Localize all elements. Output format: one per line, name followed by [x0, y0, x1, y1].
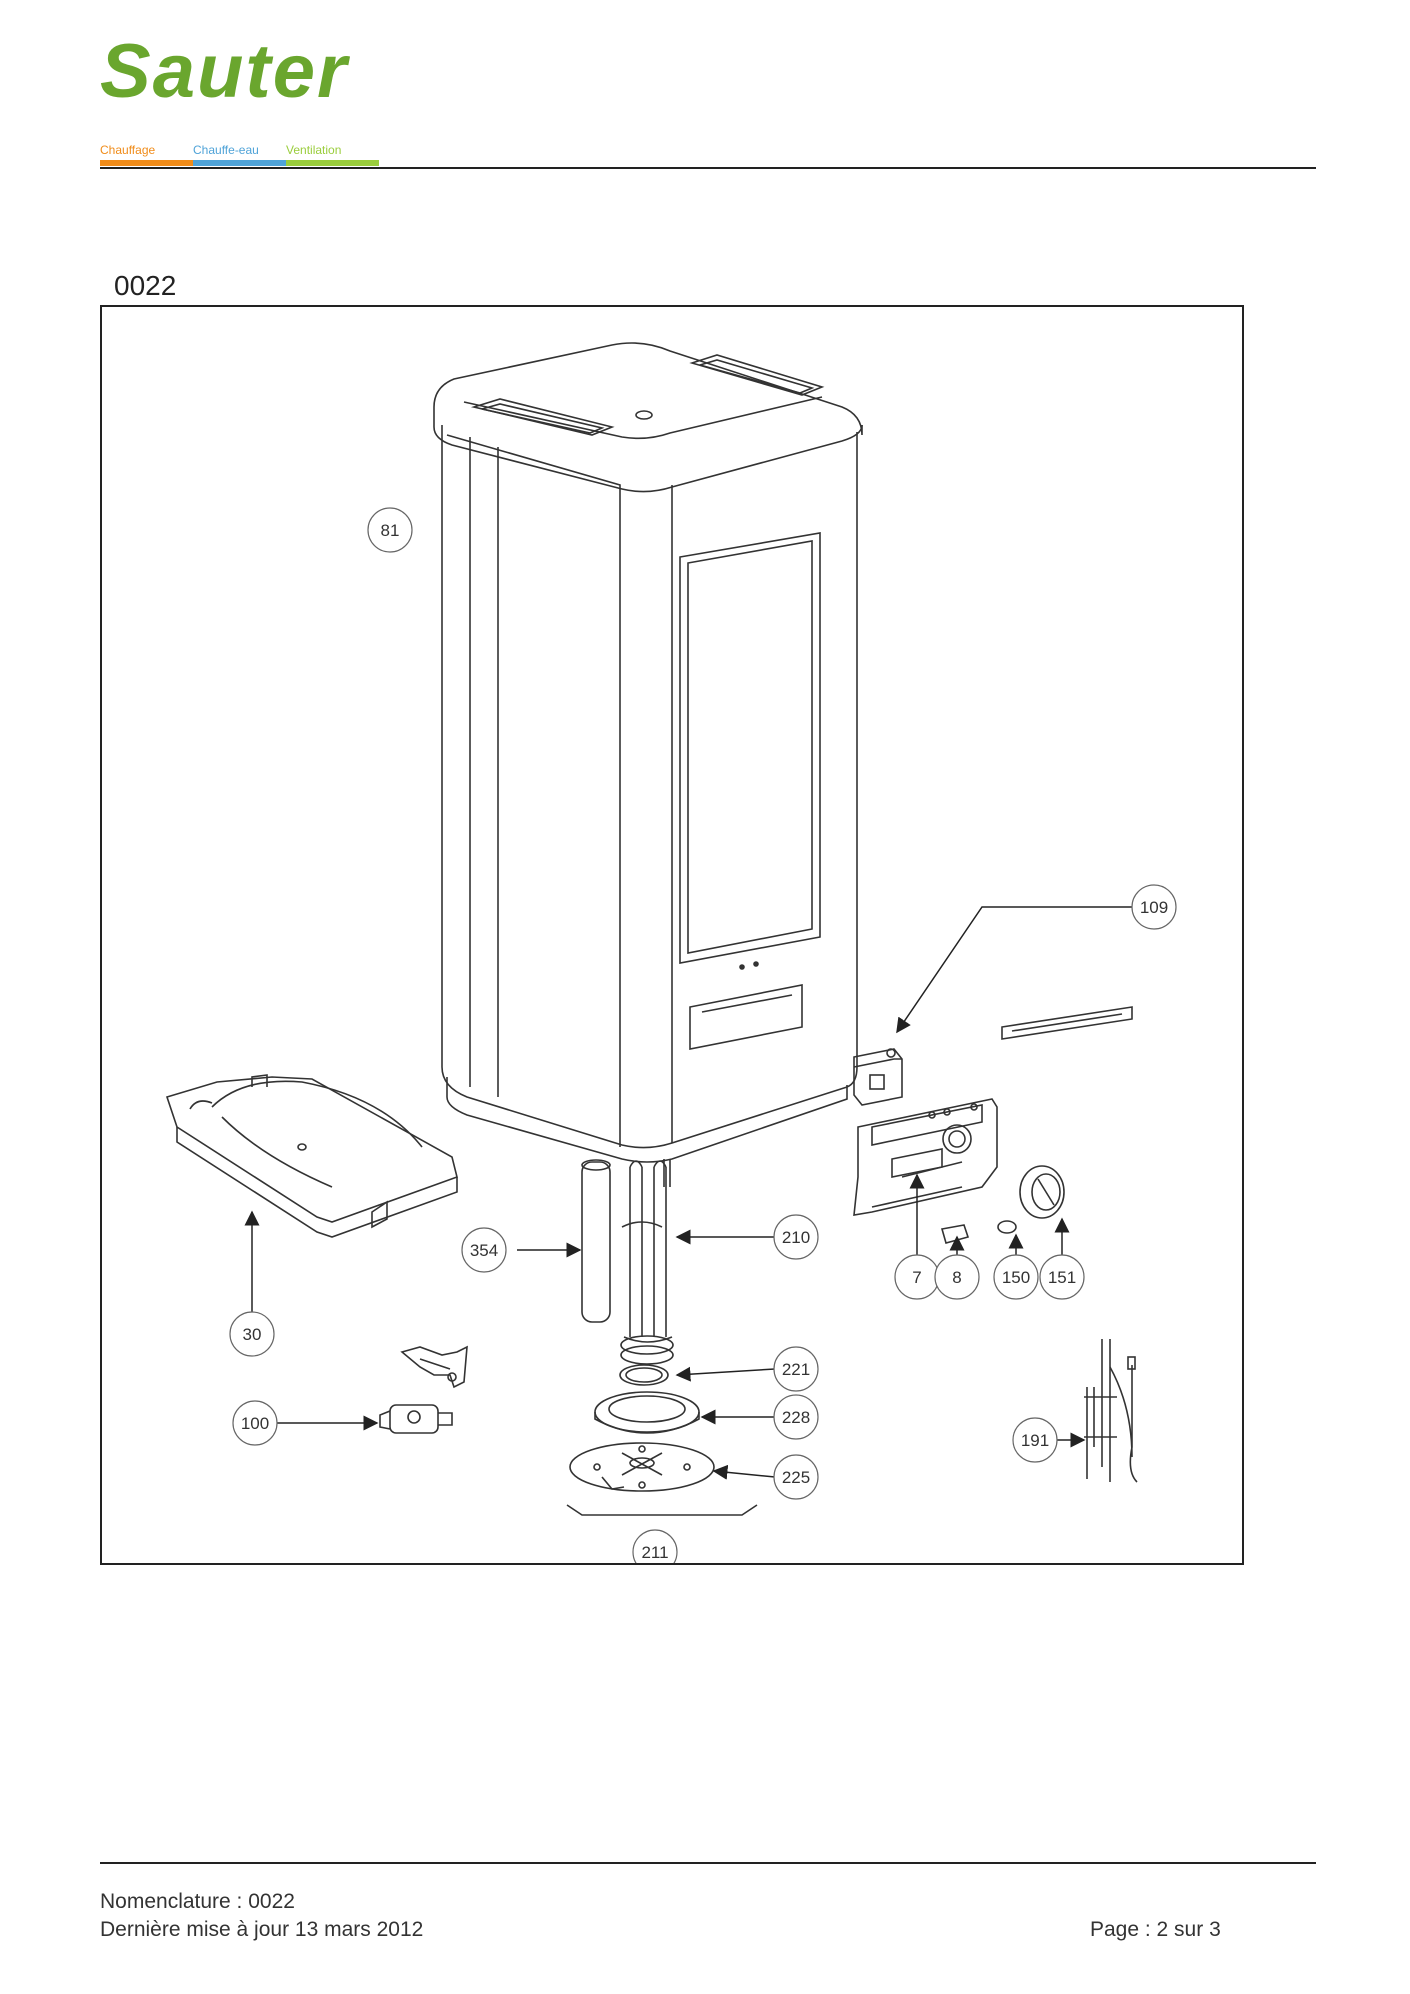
- callout-109: 109: [1131, 884, 1177, 930]
- svg-text:100: 100: [241, 1414, 269, 1433]
- callout-81: 81: [367, 507, 413, 553]
- sauter-logo: Sauter: [100, 29, 349, 114]
- callout-100: 100: [232, 1400, 278, 1446]
- tab-ventilation-label: Ventilation: [286, 143, 342, 157]
- thermostat-bracket: [400, 1345, 468, 1389]
- heating-element: [620, 1160, 674, 1365]
- callout-150: 150: [993, 1254, 1039, 1300]
- anode-rod: [581, 1159, 611, 1323]
- tab-chauffe-eau: Chauffe-eau: [193, 140, 286, 166]
- callout-151: 151: [1039, 1254, 1085, 1300]
- svg-text:151: 151: [1048, 1268, 1076, 1287]
- svg-text:30: 30: [243, 1325, 262, 1344]
- tab-chauffage: Chauffage: [100, 140, 193, 166]
- tab-chauffe-eau-label: Chauffe-eau: [193, 143, 259, 157]
- svg-text:211: 211: [641, 1543, 668, 1562]
- callout-8: 8: [934, 1254, 980, 1300]
- svg-text:354: 354: [470, 1241, 498, 1260]
- svg-text:210: 210: [782, 1228, 810, 1247]
- exploded-diagram: 81 109 30 354 210 7 8 150 151 221 228 22…: [165, 342, 1177, 1563]
- diagram-code: 0022: [114, 270, 177, 301]
- callout-30: 30: [229, 1311, 275, 1357]
- flange-ring: [594, 1391, 700, 1434]
- svg-text:109: 109: [1140, 898, 1168, 917]
- callout-221: 221: [773, 1346, 819, 1392]
- svg-text:225: 225: [782, 1468, 810, 1487]
- tab-chauffage-bar: [100, 160, 193, 166]
- callout-7: 7: [894, 1254, 940, 1300]
- base-bracket: [165, 1074, 458, 1238]
- control-panel: [853, 1098, 998, 1216]
- part-150: [997, 1220, 1017, 1234]
- tab-chauffe-eau-bar: [193, 160, 286, 166]
- svg-text:81: 81: [381, 521, 400, 540]
- wiring-harness: [1084, 1339, 1138, 1483]
- footer-divider: [100, 1862, 1316, 1864]
- exploded-diagram-frame: 81 109 30 354 210 7 8 150 151 221 228 22…: [100, 305, 1244, 1565]
- assembly-bracket-211: [566, 1504, 758, 1516]
- leader-lines: [244, 906, 1132, 1480]
- callout-191: 191: [1012, 1417, 1058, 1463]
- footer-nomenclature: Nomenclature : 0022: [100, 1890, 295, 1913]
- callout-354: 354: [461, 1227, 507, 1273]
- tab-ventilation-bar: [286, 160, 379, 166]
- flange-plate: [569, 1442, 715, 1492]
- svg-text:7: 7: [912, 1268, 921, 1287]
- callout-210: 210: [773, 1214, 819, 1260]
- tab-chauffage-label: Chauffage: [100, 143, 156, 157]
- svg-text:221: 221: [782, 1360, 810, 1379]
- svg-text:150: 150: [1002, 1268, 1030, 1287]
- svg-text:191: 191: [1021, 1431, 1049, 1450]
- callout-225: 225: [773, 1454, 819, 1500]
- gasket-ring: [619, 1364, 669, 1386]
- brand-category-tabs: Chauffage Chauffe-eau Ventilation: [100, 140, 379, 166]
- led-strip: [1001, 1006, 1133, 1040]
- svg-text:228: 228: [782, 1408, 810, 1427]
- footer-page-number: Page : 2 sur 3: [1090, 1918, 1221, 1941]
- tank-body: [433, 342, 863, 1187]
- svg-text:8: 8: [952, 1268, 961, 1287]
- thermostat: [379, 1404, 453, 1434]
- header-divider: [100, 167, 1316, 169]
- part-8: [940, 1224, 970, 1244]
- footer-last-updated: Dernière mise à jour 13 mars 2012: [100, 1918, 424, 1941]
- tab-ventilation: Ventilation: [286, 140, 379, 166]
- control-relay-109: [853, 1048, 903, 1106]
- knob-151: [1019, 1165, 1065, 1219]
- callout-228: 228: [773, 1394, 819, 1440]
- callout-211: 211: [632, 1529, 678, 1563]
